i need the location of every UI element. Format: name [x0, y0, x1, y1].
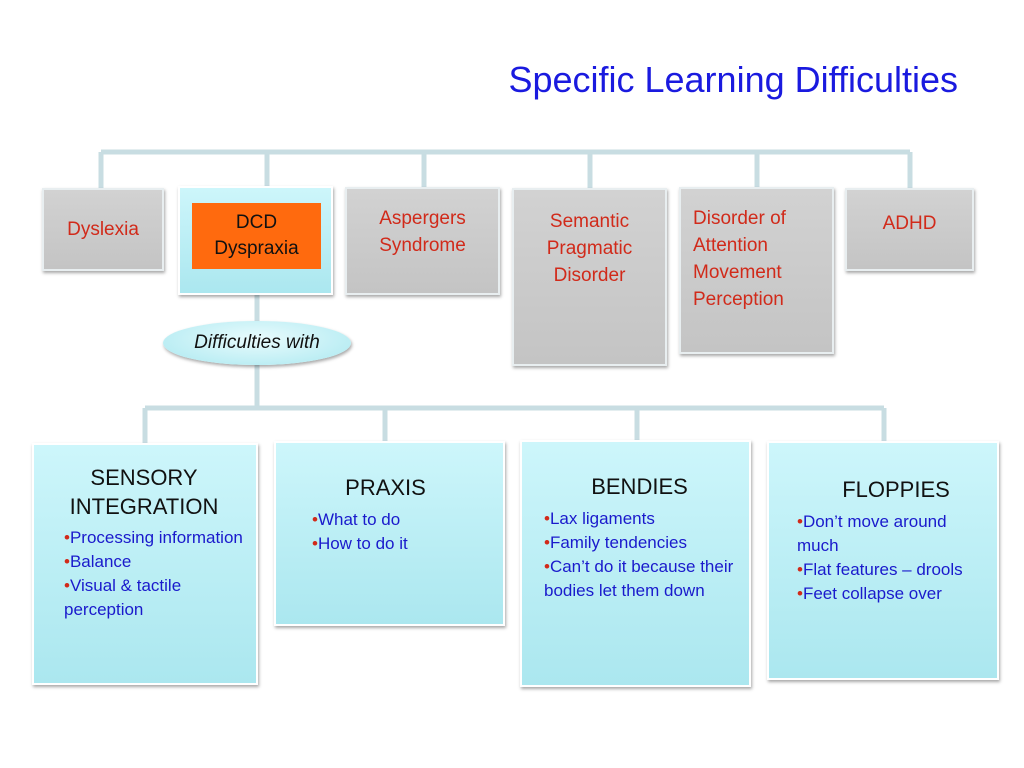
category-damp: Disorder of Attention Movement Perceptio… — [679, 187, 834, 354]
category-label: Movement — [693, 262, 782, 283]
bullet-marker: • — [544, 509, 550, 528]
card-title: BENDIES — [591, 474, 688, 499]
list-item-text: Don’t move around much — [797, 512, 947, 555]
category-label: Aspergers — [379, 208, 466, 229]
bullet-list: •Processing information •Balance •Visual… — [64, 526, 244, 622]
list-item: •What to do — [312, 508, 489, 532]
card-title: SENSORY INTEGRATION — [44, 463, 244, 521]
card-bendies: BENDIES •Lax ligaments •Family tendencie… — [520, 440, 751, 687]
category-label: Dyslexia — [67, 219, 139, 240]
list-item: •Can’t do it because their bodies let th… — [544, 555, 735, 603]
list-item: •Flat features – drools — [797, 558, 985, 582]
bullet-marker: • — [312, 510, 318, 529]
bullet-marker: • — [64, 552, 70, 571]
difficulties-with-text: Difficulties with — [194, 332, 320, 353]
list-item: •How to do it — [312, 532, 489, 556]
list-item-text: What to do — [317, 510, 401, 529]
category-aspergers: Aspergers Syndrome — [345, 187, 500, 295]
bullet-marker: • — [797, 584, 803, 603]
list-item: •Lax ligaments — [544, 507, 735, 531]
card-title-line: SENSORY — [90, 465, 198, 490]
card-title: FLOPPIES — [842, 477, 950, 502]
category-label: Dyspraxia — [214, 238, 299, 259]
category-label: Syndrome — [379, 235, 466, 256]
list-item-text: How to do it — [317, 534, 408, 553]
bullet-list: •Lax ligaments •Family tendencies •Can’t… — [544, 507, 735, 603]
category-adhd: ADHD — [845, 188, 974, 271]
bottom-connector-drops — [142, 408, 887, 443]
category-label: ADHD — [882, 213, 937, 234]
category-label: Perception — [693, 289, 784, 310]
bullet-marker: • — [64, 528, 70, 547]
list-item-text: Flat features – drools — [802, 560, 963, 579]
difficulties-with-label: Difficulties with — [163, 321, 351, 365]
list-item: •Family tendencies — [544, 531, 735, 555]
card-floppies: FLOPPIES •Don’t move around much •Flat f… — [767, 441, 999, 680]
bullet-list: •Don’t move around much •Flat features –… — [797, 510, 985, 606]
category-label: Disorder — [553, 265, 626, 286]
list-item-text: Balance — [69, 552, 132, 571]
category-label: DCD — [235, 212, 278, 233]
category-label: Disorder of — [693, 208, 786, 229]
bullet-list: •What to do •How to do it — [312, 508, 489, 556]
category-label: Pragmatic — [546, 238, 633, 259]
category-dyslexia: Dyslexia — [42, 188, 164, 271]
card-title: PRAXIS — [345, 475, 426, 500]
list-item: •Don’t move around much — [797, 510, 985, 558]
bullet-marker: • — [544, 557, 550, 576]
category-label: Attention — [693, 235, 768, 256]
bullet-marker: • — [797, 560, 803, 579]
list-item: •Visual & tactile perception — [64, 574, 244, 622]
dcd-dyspraxia-highlight: DCD Dyspraxia — [192, 203, 321, 269]
list-item-text: Visual & tactile perception — [64, 576, 182, 619]
bullet-marker: • — [64, 576, 70, 595]
list-item-text: Processing information — [69, 528, 243, 547]
list-item: •Feet collapse over — [797, 582, 985, 606]
top-connector-drops — [98, 152, 913, 188]
bullet-marker: • — [312, 534, 318, 553]
category-label: Semantic — [549, 211, 630, 232]
list-item-text: Family tendencies — [549, 533, 687, 552]
bullet-marker: • — [797, 512, 803, 531]
list-item-text: Can’t do it because their bodies let the… — [544, 557, 734, 600]
list-item-text: Lax ligaments — [549, 509, 655, 528]
card-title-line: INTEGRATION — [69, 494, 219, 519]
page-title: Specific Learning Difficulties — [508, 59, 958, 100]
list-item: •Processing information — [64, 526, 244, 550]
list-item: •Balance — [64, 550, 244, 574]
category-semantic-pragmatic: Semantic Pragmatic Disorder — [512, 188, 667, 366]
list-item-text: Feet collapse over — [802, 584, 942, 603]
card-praxis: PRAXIS •What to do •How to do it — [274, 441, 505, 626]
card-sensory-integration: SENSORY INTEGRATION •Processing informat… — [32, 443, 258, 685]
bullet-marker: • — [544, 533, 550, 552]
